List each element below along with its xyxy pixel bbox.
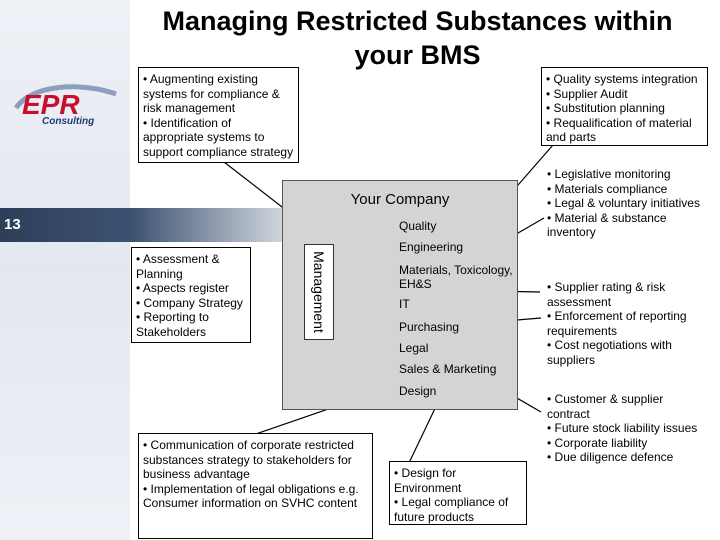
box-text: • Corporate liability xyxy=(547,436,707,451)
dept-design: Design xyxy=(399,384,436,398)
dept-materials: Materials, Toxicology, EH&S xyxy=(399,263,514,291)
management-label: Management xyxy=(311,251,327,333)
box-text: • Legal compliance of future products xyxy=(394,495,522,524)
box-text: • Legislative monitoring xyxy=(547,167,707,182)
box-management: • Assessment & Planning • Aspects regist… xyxy=(131,247,251,343)
box-text: • Cost negotiations with suppliers xyxy=(547,338,699,367)
box-text: • Materials compliance xyxy=(547,182,707,197)
box-text: • Customer & supplier contract xyxy=(547,392,707,421)
box-text: • Supplier Audit xyxy=(546,87,703,102)
box-text: • Design for Environment xyxy=(394,466,522,495)
box-text: • Company Strategy xyxy=(136,296,246,311)
box-text: • Enforcement of reporting requirements xyxy=(547,309,699,338)
box-text: • Substitution planning xyxy=(546,101,703,116)
text-legal: • Customer & supplier contract • Future … xyxy=(547,392,707,465)
box-top-right: • Quality systems integration • Supplier… xyxy=(541,67,708,146)
dept-sales-marketing: Sales & Marketing xyxy=(399,362,496,376)
box-text: • Aspects register xyxy=(136,281,246,296)
dept-it: IT xyxy=(399,297,410,311)
dept-legal: Legal xyxy=(399,341,428,355)
box-text: • Supplier rating & risk assessment xyxy=(547,280,699,309)
box-text: • Legal & voluntary initiatives xyxy=(547,196,707,211)
box-text: • Quality systems integration xyxy=(546,72,703,87)
box-text: • Reporting to Stakeholders xyxy=(136,310,246,339)
dept-engineering: Engineering xyxy=(399,240,463,254)
text-materials: • Legislative monitoring • Materials com… xyxy=(547,167,707,240)
company-label: Your Company xyxy=(283,191,517,208)
management-bar: Management xyxy=(304,244,334,340)
box-text: • Material & substance inventory xyxy=(547,211,707,240)
dept-quality: Quality xyxy=(399,219,436,233)
box-text: • Augmenting existing systems for compli… xyxy=(143,72,294,116)
box-text: • Requalification of material and parts xyxy=(546,116,703,145)
box-text: • Communication of corporate restricted … xyxy=(143,438,368,482)
box-bottom-mid: • Design for Environment • Legal complia… xyxy=(389,461,527,525)
dept-purchasing: Purchasing xyxy=(399,320,459,334)
box-text: • Future stock liability issues xyxy=(547,421,707,436)
box-text: • Due diligence defence xyxy=(547,450,707,465)
box-text: • Identification of appropriate systems … xyxy=(143,116,294,160)
box-bottom-left: • Communication of corporate restricted … xyxy=(138,433,373,539)
text-purchasing: • Supplier rating & risk assessment • En… xyxy=(547,280,699,367)
box-top-left: • Augmenting existing systems for compli… xyxy=(138,67,299,163)
box-text: • Implementation of legal obligations e.… xyxy=(143,482,368,511)
box-text: • Assessment & Planning xyxy=(136,252,246,281)
